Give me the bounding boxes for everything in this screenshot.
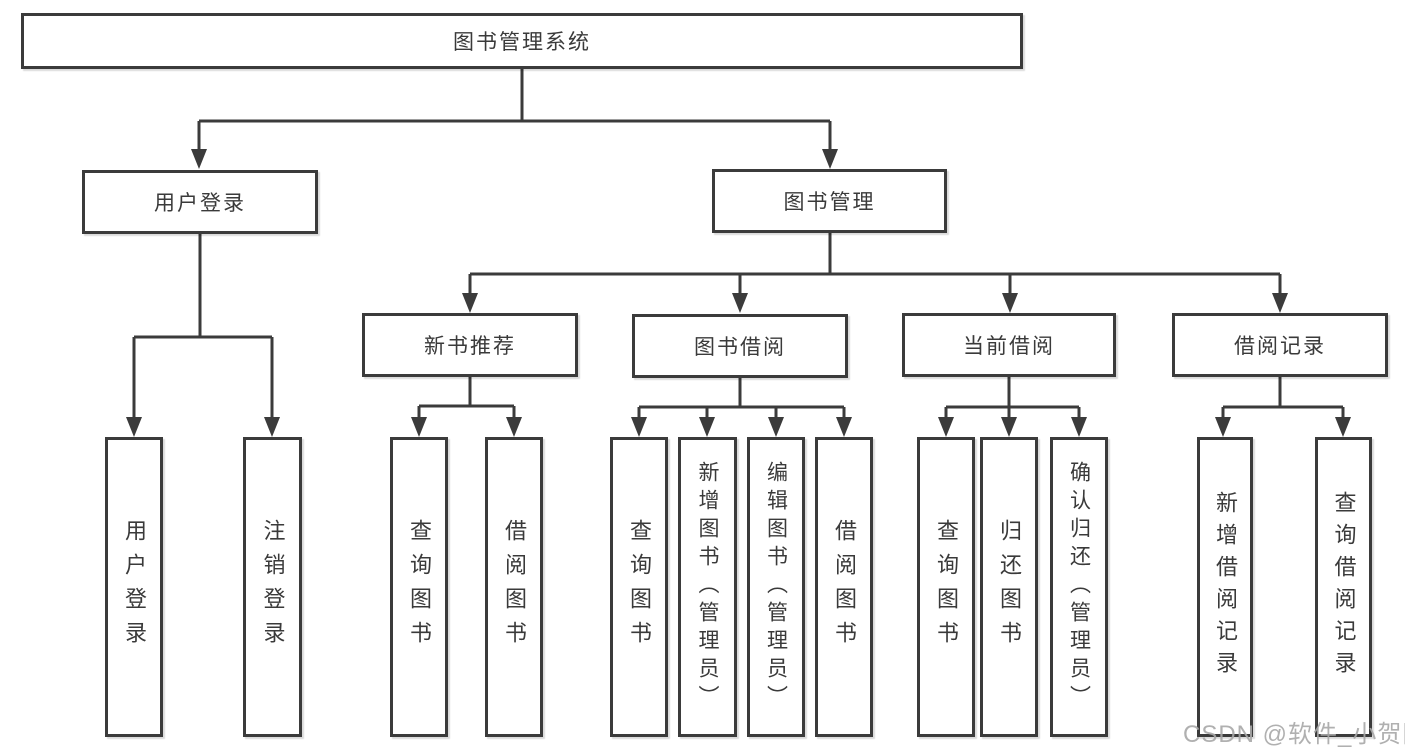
leaf-user-login: 用户登录: [105, 437, 163, 737]
leaf-recommend-borrow-books: 借阅图书: [485, 437, 543, 737]
node-book-borrowing-label: 图书借阅: [694, 336, 786, 359]
leaf-borrowing-add-books-admin: 新增图书（管理员）: [678, 437, 737, 737]
node-borrowing-records-label: 借阅记录: [1234, 335, 1326, 358]
node-current-borrowing: 当前借阅: [902, 313, 1116, 377]
leaf-current-query-books: 查询图书: [917, 437, 975, 737]
leaf-borrowing-query-books: 查询图书: [610, 437, 668, 737]
leaf-records-add-record: 新增借阅记录: [1197, 437, 1253, 737]
leaf-borrowing-borrow-books: 借阅图书: [815, 437, 873, 737]
leaf-records-query-record-label: 查询借阅记录: [1331, 491, 1357, 683]
leaf-borrowing-query-books-label: 查询图书: [627, 519, 652, 655]
leaf-borrowing-add-books-admin-label: 新增图书（管理员）: [696, 461, 719, 713]
node-new-book-recommendation-label: 新书推荐: [424, 335, 516, 358]
leaf-borrowing-edit-books-admin: 编辑图书（管理员）: [747, 437, 805, 737]
leaf-current-confirm-return-admin: 确认归还（管理员）: [1050, 437, 1108, 737]
node-book-management: 图书管理: [712, 169, 947, 233]
leaf-records-query-record: 查询借阅记录: [1315, 437, 1372, 737]
leaf-user-login-label: 用户登录: [122, 519, 147, 655]
leaf-logout: 注销登录: [243, 437, 302, 737]
leaf-recommend-query-books-label: 查询图书: [407, 519, 432, 655]
leaf-current-query-books-label: 查询图书: [934, 519, 959, 655]
node-user-login-label: 用户登录: [154, 192, 246, 215]
leaf-logout-label: 注销登录: [260, 519, 286, 655]
node-library-management-system: 图书管理系统: [21, 13, 1023, 69]
leaf-current-return-books: 归还图书: [980, 437, 1038, 737]
leaf-recommend-query-books: 查询图书: [390, 437, 448, 737]
leaf-records-add-record-label: 新增借阅记录: [1213, 491, 1238, 683]
csdn-watermark: CSDN @软件_小贺同学: [1183, 721, 1405, 747]
leaf-current-confirm-return-admin-label: 确认归还（管理员）: [1067, 461, 1091, 713]
node-book-management-label: 图书管理: [783, 191, 876, 214]
node-current-borrowing-label: 当前借阅: [963, 335, 1055, 358]
leaf-current-return-books-label: 归还图书: [997, 519, 1022, 655]
leaf-borrowing-edit-books-admin-label: 编辑图书（管理员）: [764, 461, 788, 713]
node-book-borrowing: 图书借阅: [632, 314, 848, 378]
node-user-login: 用户登录: [82, 170, 318, 234]
leaf-borrowing-borrow-books-label: 借阅图书: [832, 519, 857, 655]
node-library-management-system-label: 图书管理系统: [453, 31, 591, 54]
node-new-book-recommendation: 新书推荐: [362, 313, 578, 377]
leaf-recommend-borrow-books-label: 借阅图书: [502, 519, 527, 655]
node-borrowing-records: 借阅记录: [1172, 313, 1388, 377]
